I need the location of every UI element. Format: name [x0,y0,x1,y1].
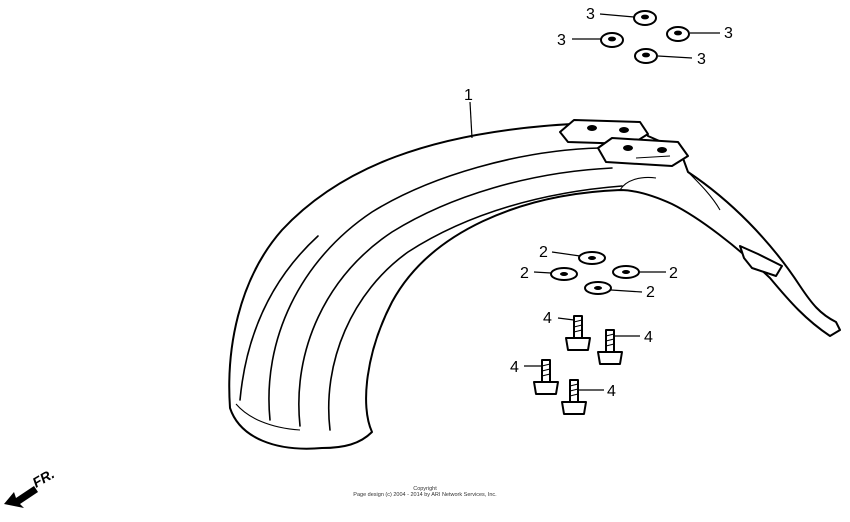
copyright-line-2: Page design (c) 2004 - 2014 by ARI Netwo… [353,492,497,498]
callout-grommet: 3 [724,25,733,42]
callout-bolt: 4 [543,310,552,327]
callout-bolt: 4 [510,359,519,376]
washer[interactable] [584,281,612,295]
copyright-line-1: Copyright [413,486,437,492]
washer[interactable] [550,267,578,281]
callout-washer: 2 [669,265,678,282]
grommet[interactable] [666,26,690,42]
front-fender[interactable] [228,119,841,450]
washer[interactable] [578,251,606,265]
bolt[interactable] [597,329,623,365]
washer[interactable] [612,265,640,279]
callout-bolt: 4 [607,383,616,400]
callout-bolt: 4 [644,329,653,346]
callout-grommet: 3 [557,32,566,49]
leader-lines [469,13,720,391]
bolt[interactable] [565,315,591,351]
callout-fender: 1 [464,87,473,104]
copyright-notice: Copyright Page design (c) 2004 - 2014 by… [0,486,850,498]
callout-washer: 2 [520,265,529,282]
grommet[interactable] [633,10,657,26]
grommet[interactable] [600,32,624,48]
bolt[interactable] [533,359,559,395]
bolt[interactable] [561,379,587,415]
callout-washer: 2 [646,284,655,301]
callout-grommet: 3 [586,6,595,23]
grommet[interactable] [634,48,658,64]
callout-grommet: 3 [697,51,706,68]
callout-washer: 2 [539,244,548,261]
